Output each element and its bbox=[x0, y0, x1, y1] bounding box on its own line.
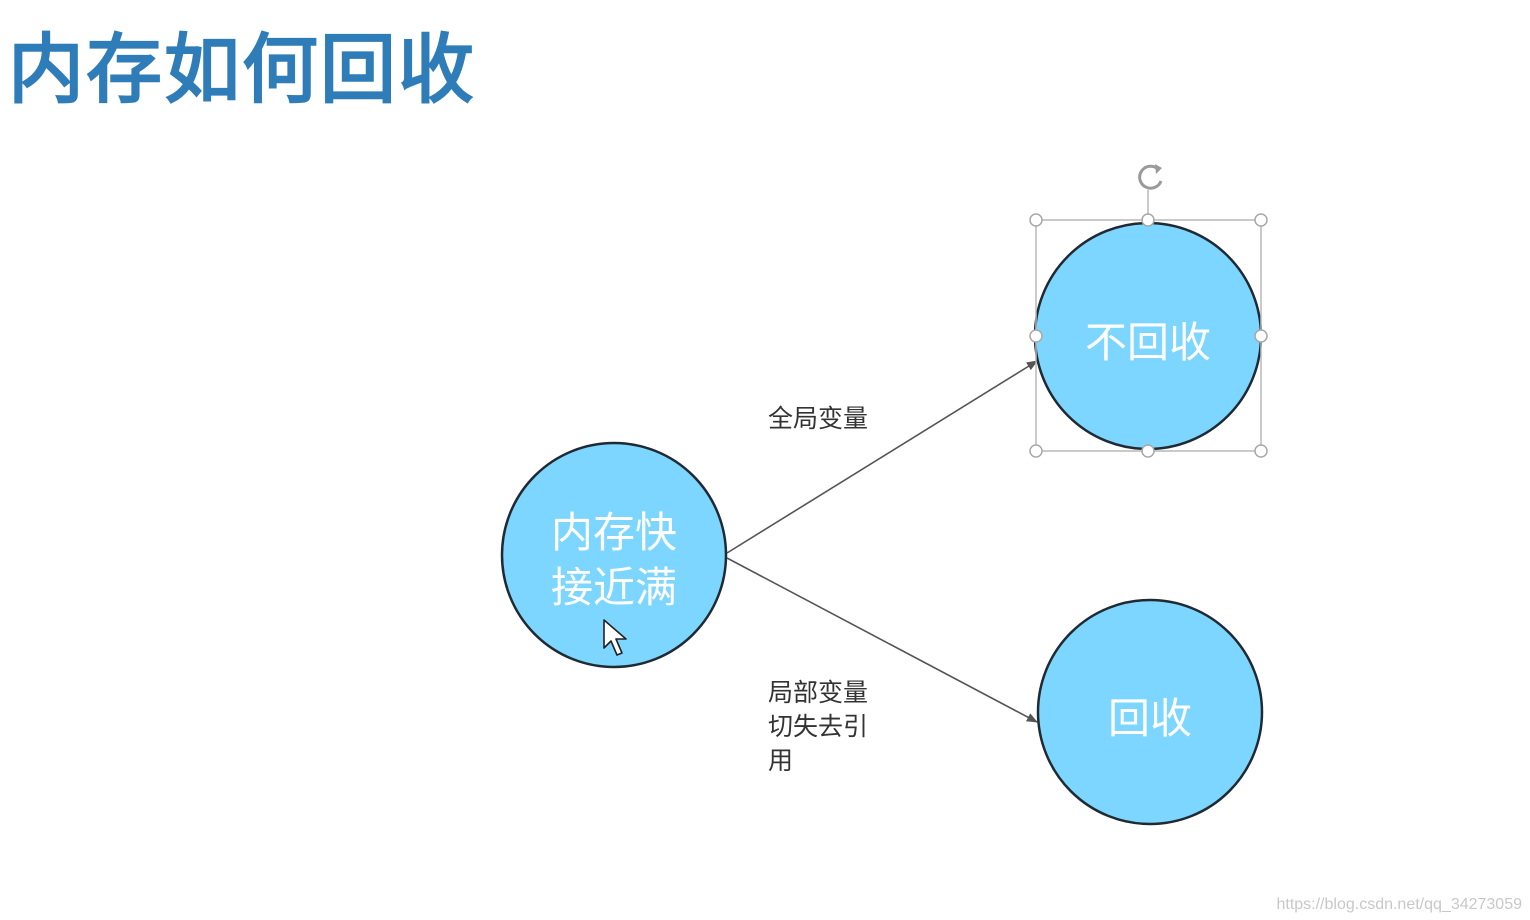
node-memory-almost-full-line-2: 接近满 bbox=[551, 563, 677, 612]
edge-local-label-line-2: 切失去引 bbox=[768, 712, 868, 741]
resize-handle-bottom-left[interactable] bbox=[1029, 444, 1043, 458]
resize-handle-left[interactable] bbox=[1029, 329, 1043, 343]
rotate-handle-icon[interactable] bbox=[1138, 164, 1163, 190]
resize-handle-top-left[interactable] bbox=[1029, 213, 1043, 227]
resize-handle-bottom[interactable] bbox=[1141, 444, 1155, 458]
resize-handle-top-right[interactable] bbox=[1254, 213, 1268, 227]
node-collect-label: 回收 bbox=[1108, 694, 1192, 743]
node-memory-almost-full[interactable]: 内存快 接近满 bbox=[500, 441, 728, 669]
watermark: https://blog.csdn.net/qq_34273059 bbox=[1276, 896, 1522, 913]
node-collect[interactable]: 回收 bbox=[1036, 598, 1264, 826]
edge-global-label: 全局变量 bbox=[768, 404, 868, 433]
node-memory-almost-full-circle[interactable] bbox=[500, 441, 728, 669]
resize-handle-right[interactable] bbox=[1254, 329, 1268, 343]
node-memory-almost-full-line-1: 内存快 bbox=[551, 508, 677, 557]
edge-global-line[interactable] bbox=[726, 360, 1038, 554]
selection-frame bbox=[1029, 164, 1268, 458]
node-collect-circle[interactable] bbox=[1036, 598, 1264, 826]
node-no-collect-label: 不回收 bbox=[1085, 318, 1211, 367]
resize-handle-bottom-right[interactable] bbox=[1254, 444, 1268, 458]
edge-local-line[interactable] bbox=[726, 557, 1038, 723]
slide-title: 内存如何回收 bbox=[8, 25, 476, 114]
edge-local-label-line-3: 用 bbox=[768, 746, 793, 775]
edge-local-label-line-1: 局部变量 bbox=[768, 678, 868, 707]
node-no-collect[interactable]: 不回收 bbox=[1033, 221, 1263, 451]
mouse-cursor-icon bbox=[603, 619, 627, 656]
resize-handle-top[interactable] bbox=[1141, 213, 1155, 227]
